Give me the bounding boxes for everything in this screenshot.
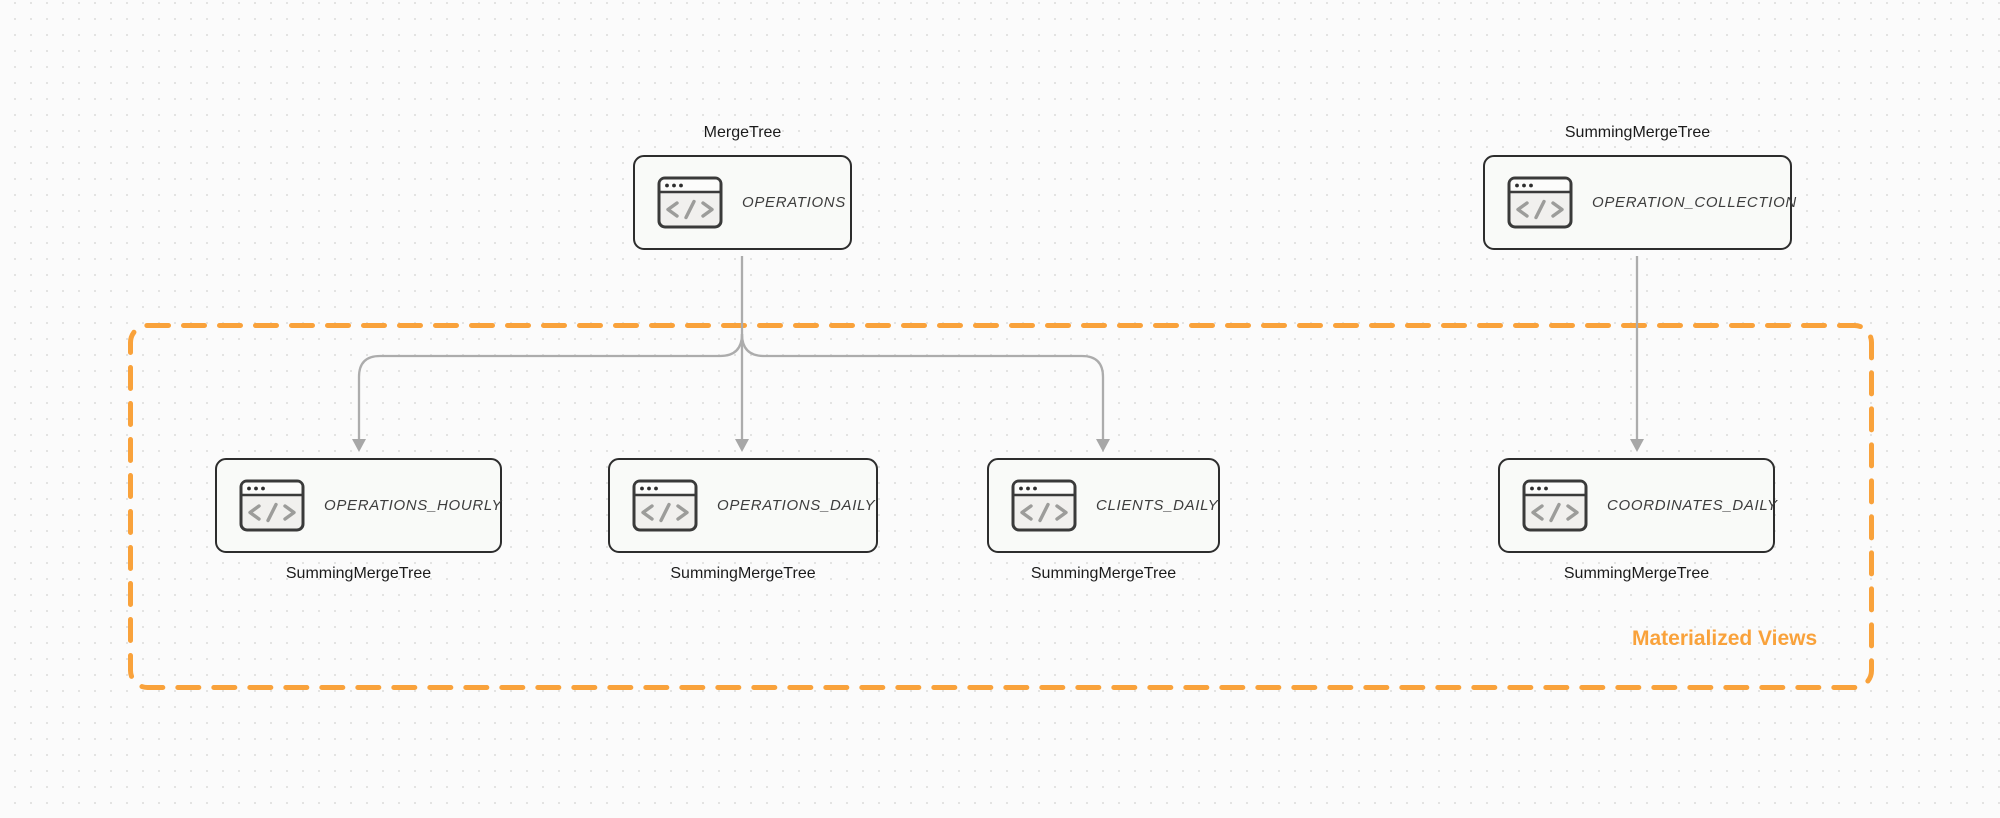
table-name: OPERATIONS (742, 194, 846, 211)
table-node-box[interactable]: OPERATIONS (633, 155, 852, 250)
node-clients-daily: CLIENTS_DAILY SummingMergeTree (987, 458, 1220, 584)
table-node-box[interactable]: OPERATION_COLLECTION (1483, 155, 1796, 250)
table-name: OPERATIONS_HOURLY (324, 497, 503, 514)
node-operations: MergeTree OPERATIONS (633, 123, 852, 250)
table-node-box[interactable]: CLIENTS_DAILY (987, 458, 1220, 553)
table-name: OPERATIONS_DAILY (717, 497, 876, 514)
node-operation-collection: SummingMergeTree OPERATION_COLLECTION (1483, 123, 1796, 250)
edge-operations-to-operations-daily (735, 256, 749, 452)
table-name: COORDINATES_DAILY (1607, 497, 1778, 514)
code-window-icon (1011, 479, 1077, 532)
table-node-box[interactable]: COORDINATES_DAILY (1498, 458, 1778, 553)
node-operations-daily: OPERATIONS_DAILY SummingMergeTree (608, 458, 878, 584)
edge-operation-collection-to-coordinates-daily (1630, 256, 1644, 452)
node-operations-hourly: OPERATIONS_HOURLY SummingMergeTree (215, 458, 502, 584)
code-window-icon (657, 176, 723, 229)
table-name: CLIENTS_DAILY (1096, 497, 1219, 514)
engine-label: SummingMergeTree (1030, 565, 1177, 582)
edge-operations-to-clients-daily (740, 333, 1110, 452)
node-coordinates-daily: COORDINATES_DAILY SummingMergeTree (1498, 458, 1778, 584)
code-window-icon (1507, 176, 1573, 229)
table-name: OPERATION_COLLECTION (1592, 194, 1797, 211)
code-window-icon (632, 479, 698, 532)
code-window-icon (239, 479, 305, 532)
edge-operations-to-operations-hourly (352, 333, 744, 452)
engine-label: MergeTree (703, 124, 782, 141)
engine-label: SummingMergeTree (670, 565, 816, 582)
engine-label: SummingMergeTree (285, 565, 432, 582)
table-node-box[interactable]: OPERATIONS_DAILY (608, 458, 878, 553)
materialized-views-label: Materialized Views (1632, 627, 1818, 650)
code-window-icon (1522, 479, 1588, 532)
engine-label: SummingMergeTree (1563, 565, 1710, 582)
engine-label: SummingMergeTree (1564, 124, 1711, 141)
table-node-box[interactable]: OPERATIONS_HOURLY (215, 458, 502, 553)
